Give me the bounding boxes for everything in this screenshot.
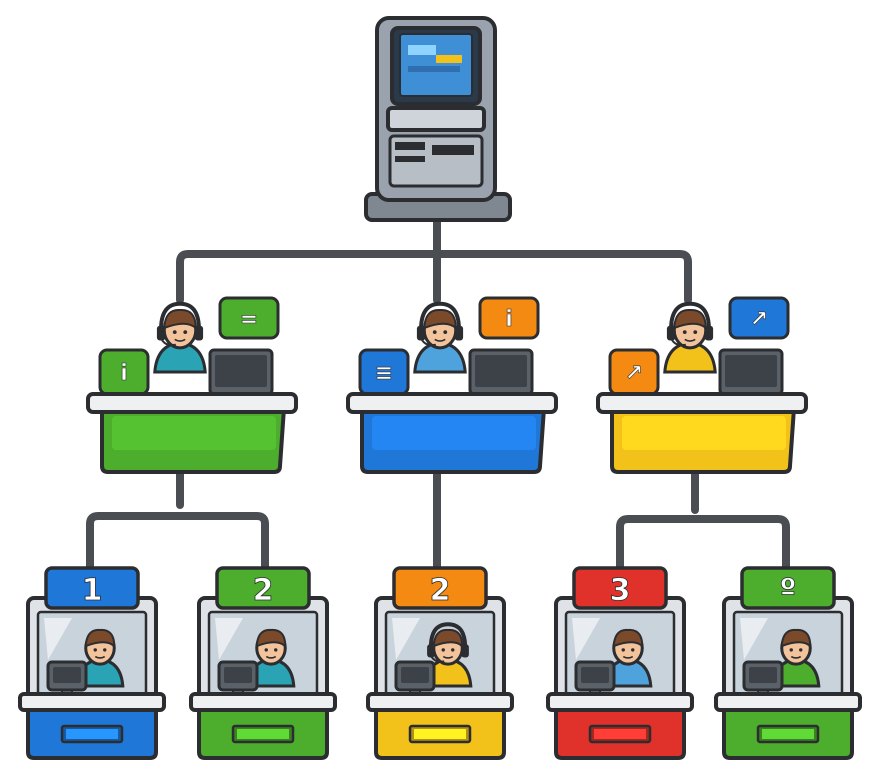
counter-2-staff — [246, 628, 296, 688]
counter-number-badge: 2 — [215, 566, 311, 610]
counter-shelf — [189, 692, 337, 712]
counter-5-staff — [771, 628, 821, 688]
agent-yellow-monitor — [718, 348, 784, 403]
counter-number-badge: º — [740, 566, 836, 610]
counter-number: 2 — [253, 573, 274, 608]
counter-number: 3 — [610, 573, 631, 608]
service-counter-2: 2 — [189, 566, 337, 760]
service-counter-5: º — [714, 566, 862, 760]
agent-blue-person — [413, 301, 467, 374]
agent-yellow-person — [663, 301, 717, 374]
agent-green-left-badge: i — [98, 348, 150, 396]
agent-blue-left-badge: ≡ — [358, 348, 410, 396]
agent-green-left-badge-glyph: i — [120, 361, 128, 386]
agent-yellow-desk-top — [596, 392, 808, 414]
ticket-kiosk-icon — [364, 16, 512, 222]
service-counter-1: 1 — [18, 566, 166, 760]
agent-desk-yellow: ↗↗ — [596, 296, 808, 474]
counter-number-badge: 2 — [392, 566, 488, 610]
agent-yellow-left-badge-glyph: ↗ — [625, 361, 643, 386]
counter-shelf — [366, 692, 514, 712]
agent-yellow-right-badge-glyph: ↗ — [750, 307, 768, 332]
agent-green-desk-top — [86, 392, 298, 414]
connector-lines — [86, 218, 790, 576]
yellow-to-counters-line — [616, 468, 790, 576]
agent-desks: i=≡i↗↗ — [86, 296, 808, 474]
agent-blue-left-badge-glyph: ≡ — [375, 361, 393, 386]
counter-shelf — [18, 692, 166, 712]
counter-number: 2 — [430, 573, 451, 608]
agent-green-right-badge: = — [218, 296, 280, 340]
agent-blue-right-badge: i — [478, 296, 540, 340]
agent-green-person — [153, 301, 207, 374]
counter-number-badge: 1 — [44, 566, 140, 610]
agent-blue-desk-top — [346, 392, 558, 414]
counter-1-staff — [75, 628, 125, 688]
agent-desk-blue: ≡i — [346, 296, 558, 474]
agent-yellow-left-badge: ↗ — [608, 348, 660, 396]
counter-3-staff — [423, 622, 473, 688]
agent-green-right-badge-glyph: = — [240, 307, 258, 332]
counter-number: 1 — [82, 573, 103, 608]
counter-4-staff — [603, 628, 653, 688]
counter-shelf — [546, 692, 694, 712]
service-counter-4: 3 — [546, 566, 694, 760]
agent-yellow-right-badge: ↗ — [728, 296, 790, 340]
service-counter-3: 2 — [366, 566, 514, 760]
service-counters: 1 2 2 3 º — [18, 566, 862, 760]
counter-number: º — [780, 573, 797, 608]
agent-blue-right-badge-glyph: i — [505, 307, 513, 332]
counter-shelf — [714, 692, 862, 712]
counter-number-badge: 3 — [572, 566, 668, 610]
agent-desk-green: i= — [86, 296, 298, 474]
green-to-counters-line — [86, 466, 269, 574]
agent-green-monitor — [208, 348, 274, 403]
